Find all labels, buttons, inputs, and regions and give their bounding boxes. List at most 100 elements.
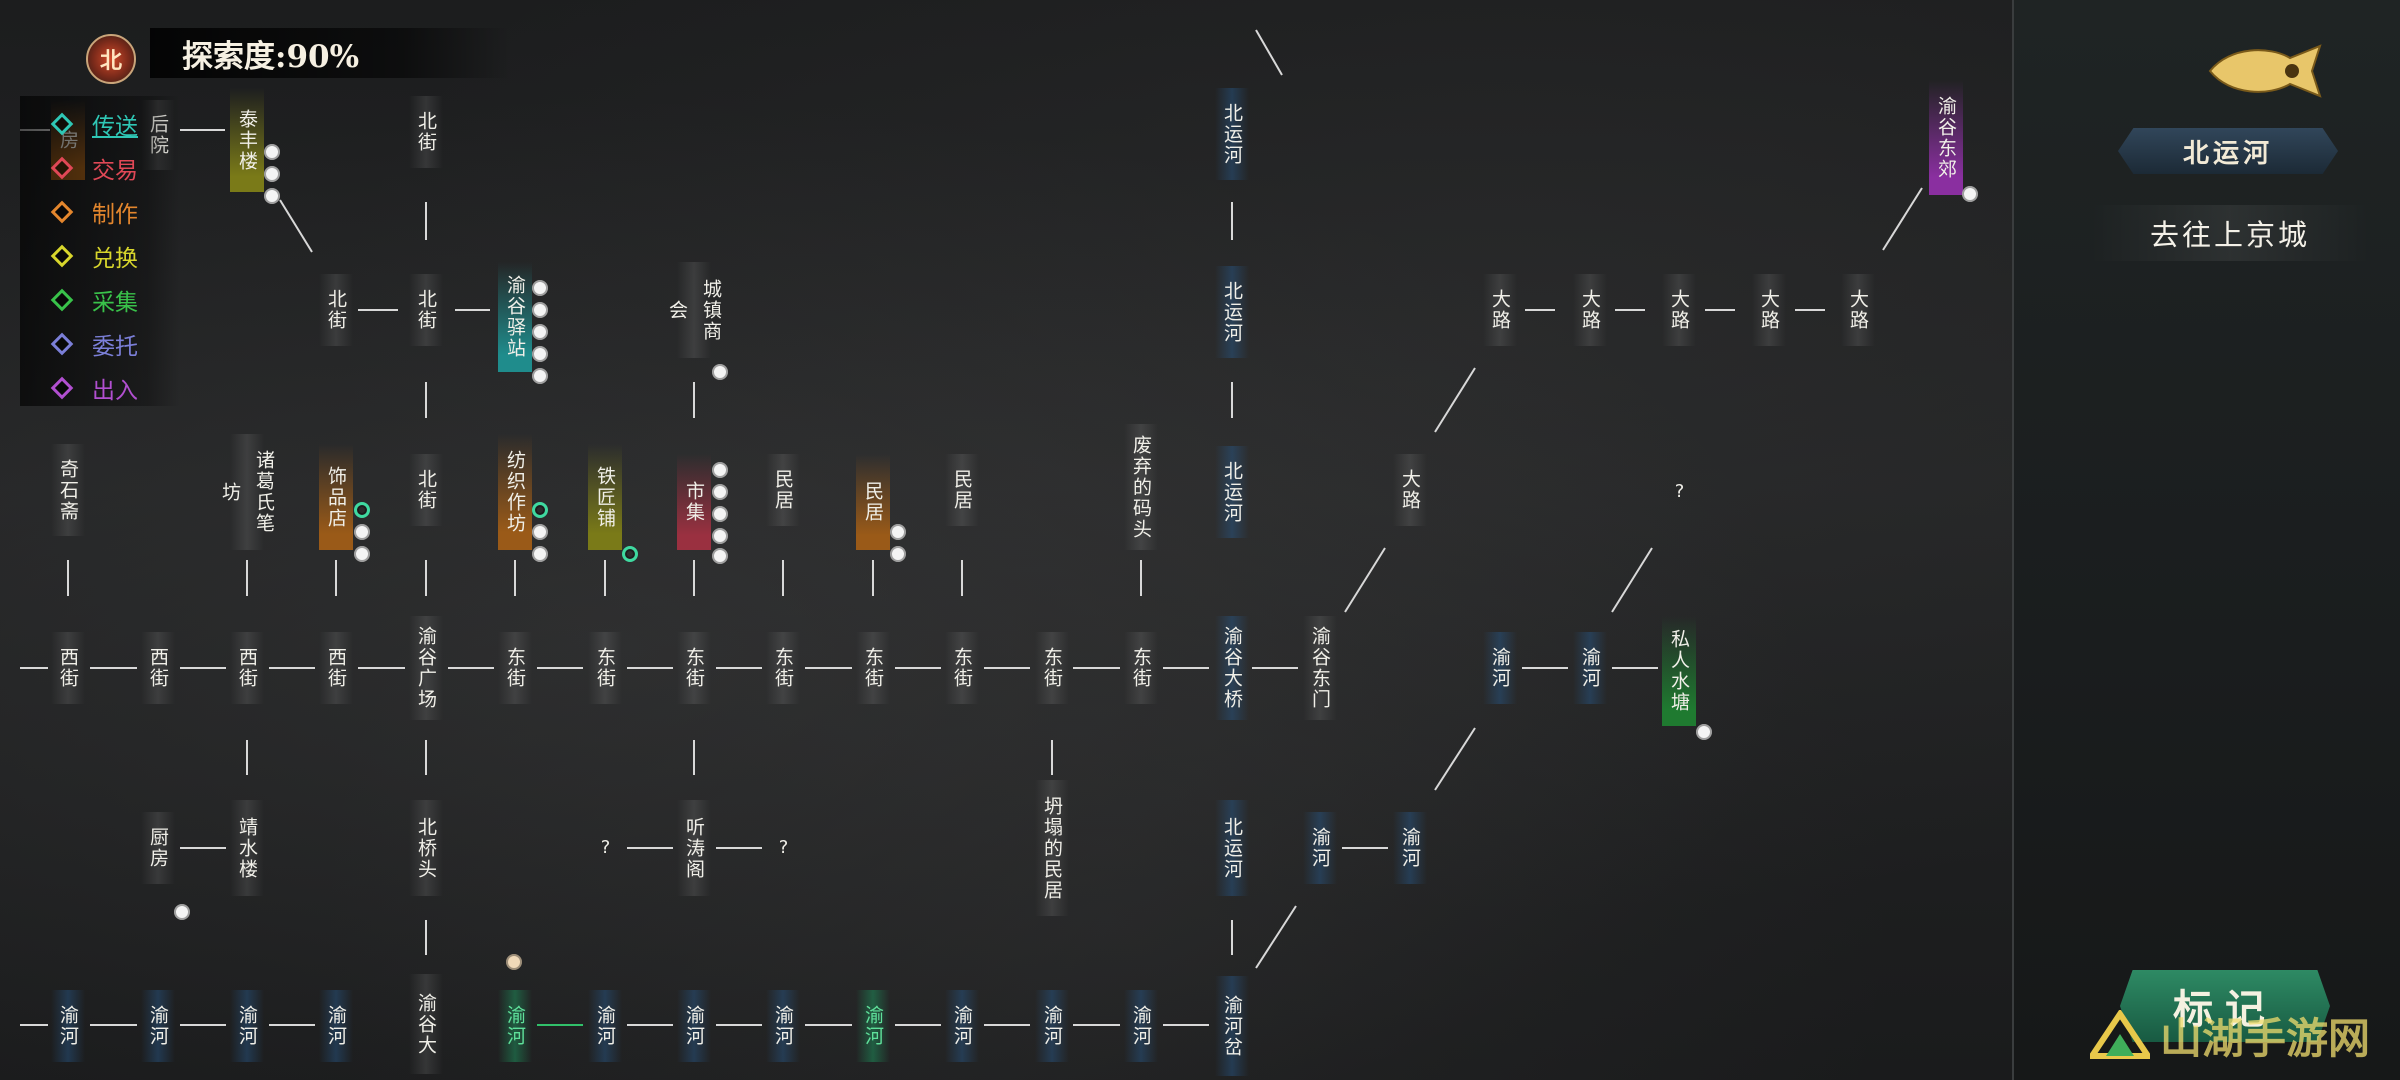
map-node-dalu[interactable]: 大路	[1752, 274, 1786, 346]
map-node-yuhe[interactable]: 渝河	[1393, 812, 1427, 884]
map-node-yuguyizhan[interactable]: 渝谷驿站	[498, 262, 532, 372]
map-node-yugudongjiao[interactable]: 渝谷东郊	[1929, 80, 1963, 195]
map-node-zhuge[interactable]: 诸葛氏笔坊	[219, 434, 275, 550]
map-node-shiji[interactable]: 市集	[677, 454, 711, 550]
player-icon[interactable]	[506, 954, 522, 970]
map-node-dalu[interactable]: 大路	[1483, 274, 1517, 346]
map-node-dongjie[interactable]: 东街	[498, 632, 532, 704]
legend-item-entrance[interactable]: 出入	[20, 366, 180, 410]
npc-icon[interactable]	[1696, 724, 1712, 740]
map-node-feiqi[interactable]: 废弃的码头	[1124, 424, 1158, 550]
map-node-yugudongmen[interactable]: 渝谷东门	[1303, 616, 1337, 720]
map-node-beijie[interactable]: 北街	[409, 274, 443, 346]
map-node-dongjie[interactable]: 东街	[856, 632, 890, 704]
map-node-dalu[interactable]: 大路	[1393, 454, 1427, 526]
map-node-beijie[interactable]: 北街	[409, 96, 443, 168]
goto-button[interactable]: 去往上京城	[2090, 205, 2370, 261]
map-node-dalu[interactable]: 大路	[1841, 274, 1875, 346]
bird-icon[interactable]	[712, 364, 728, 380]
map-node-beijie[interactable]: 北街	[319, 274, 353, 346]
npc-icon[interactable]	[354, 546, 370, 562]
map-node-dongjie[interactable]: 东街	[945, 632, 979, 704]
map-node-qishizhai[interactable]: 奇石斋	[51, 444, 85, 536]
npc-icon[interactable]	[532, 302, 548, 318]
map-node-yuhe[interactable]: 渝河	[141, 990, 175, 1062]
map-node-yugudaqiao[interactable]: 渝谷大桥	[1215, 616, 1249, 720]
legend-item-craft[interactable]: 制作	[20, 190, 180, 234]
map-node-yuhe[interactable]: 渝河	[588, 990, 622, 1062]
map-node-chengzhen[interactable]: 城镇商会	[666, 262, 722, 358]
legend-item-teleport[interactable]: 传送	[20, 102, 180, 146]
npc-icon[interactable]	[1962, 186, 1978, 202]
legend-item-exchange[interactable]: 兑换	[20, 234, 180, 278]
map-node-yuhe[interactable]: 渝河	[856, 990, 890, 1062]
npc-icon[interactable]	[890, 524, 906, 540]
compass-icon[interactable]: 北	[86, 34, 136, 84]
map-node-yuhecha[interactable]: 渝河岔	[1215, 976, 1249, 1076]
map-node-beijie[interactable]: 北街	[409, 454, 443, 526]
map-node-minju[interactable]: 民居	[945, 454, 979, 526]
map-node-minju[interactable]: 民居	[766, 454, 800, 526]
map-node-yuhe[interactable]: 渝河	[1483, 632, 1517, 704]
map-node-dalu[interactable]: 大路	[1573, 274, 1607, 346]
map-node-sirenshuitang[interactable]: 私人水塘	[1662, 616, 1696, 726]
map-node-yugudaqiao-bottom[interactable]: 渝谷大	[409, 974, 443, 1074]
map-node-jingshui[interactable]: 靖水楼	[230, 800, 264, 896]
map-node-dongjie[interactable]: 东街	[588, 632, 622, 704]
npc-icon[interactable]	[264, 144, 280, 160]
gather-ring-icon[interactable]	[532, 502, 548, 518]
map-node-yuhe[interactable]: 渝河	[677, 990, 711, 1062]
map-node-dongjie[interactable]: 东街	[677, 632, 711, 704]
map-node-unknown[interactable]: ?	[1669, 480, 1690, 504]
npc-icon[interactable]	[354, 524, 370, 540]
npc-icon[interactable]	[712, 484, 728, 500]
map-node-beiyunhe[interactable]: 北运河	[1215, 266, 1249, 358]
map-node-yuhe[interactable]: 渝河	[319, 990, 353, 1062]
map-node-tiejiang[interactable]: 铁匠铺	[588, 444, 622, 550]
map-node-shipin[interactable]: 饰品店	[319, 444, 353, 550]
map-node-xijie[interactable]: 西街	[141, 632, 175, 704]
map-node-kanta[interactable]: 坍塌的民居	[1035, 780, 1069, 916]
map-node-yuhe[interactable]: 渝河	[1573, 632, 1607, 704]
npc-icon[interactable]	[532, 324, 548, 340]
npc-icon[interactable]	[532, 368, 548, 384]
npc-icon[interactable]	[712, 528, 728, 544]
mark-button[interactable]: 标记	[2120, 970, 2330, 1042]
map-node-yuhe-current[interactable]: 渝河	[498, 990, 532, 1062]
map-node-xijie[interactable]: 西街	[230, 632, 264, 704]
map-node-beiqiaotou[interactable]: 北桥头	[409, 800, 443, 896]
map-node-yuguguangchang[interactable]: 渝谷广场	[409, 616, 443, 720]
npc-icon[interactable]	[712, 506, 728, 522]
map-node-yuhe[interactable]: 渝河	[1303, 812, 1337, 884]
map-node-yuhe[interactable]: 渝河	[945, 990, 979, 1062]
map-node-yuhe[interactable]: 渝河	[1035, 990, 1069, 1062]
map-node-dongjie[interactable]: 东街	[766, 632, 800, 704]
map-node-dongjie[interactable]: 东街	[1124, 632, 1158, 704]
map-node-chufang[interactable]: 厨房	[141, 812, 175, 884]
npc-icon[interactable]	[532, 280, 548, 296]
map-node-dongjie[interactable]: 东街	[1035, 632, 1069, 704]
map-node-yuhe[interactable]: 渝河	[1124, 990, 1158, 1062]
legend-item-commission[interactable]: 委托	[20, 322, 180, 366]
map-node-yuhe[interactable]: 渝河	[51, 990, 85, 1062]
map-node-unknown[interactable]: ?	[595, 836, 616, 860]
npc-icon[interactable]	[532, 346, 548, 362]
map-node-yuhe[interactable]: 渝河	[230, 990, 264, 1062]
npc-icon[interactable]	[174, 904, 190, 920]
map-node-yuhe[interactable]: 渝河	[766, 990, 800, 1062]
map-node-taifeng[interactable]: 泰丰楼	[230, 88, 264, 192]
map-node-dalu[interactable]: 大路	[1662, 274, 1696, 346]
map-node-unknown[interactable]: ?	[773, 836, 794, 860]
map-node-tingtao[interactable]: 听涛阁	[677, 800, 711, 896]
npc-icon[interactable]	[532, 524, 548, 540]
gather-ring-icon[interactable]	[354, 502, 370, 518]
map-node-beiyunhe[interactable]: 北运河	[1215, 88, 1249, 180]
map-node-fangzhi[interactable]: 纺织作坊	[498, 434, 532, 550]
map-node-beiyunhe[interactable]: 北运河	[1215, 446, 1249, 538]
legend-item-gather[interactable]: 采集	[20, 278, 180, 322]
npc-icon[interactable]	[264, 188, 280, 204]
npc-icon[interactable]	[532, 546, 548, 562]
map-node-beiyunhe[interactable]: 北运河	[1215, 800, 1249, 896]
npc-icon[interactable]	[712, 462, 728, 478]
world-map[interactable]: 房 后院 泰丰楼 北街 北运河 渝谷东郊 北街 北街 渝谷驿站 城镇商会 北运河…	[0, 0, 2012, 1080]
